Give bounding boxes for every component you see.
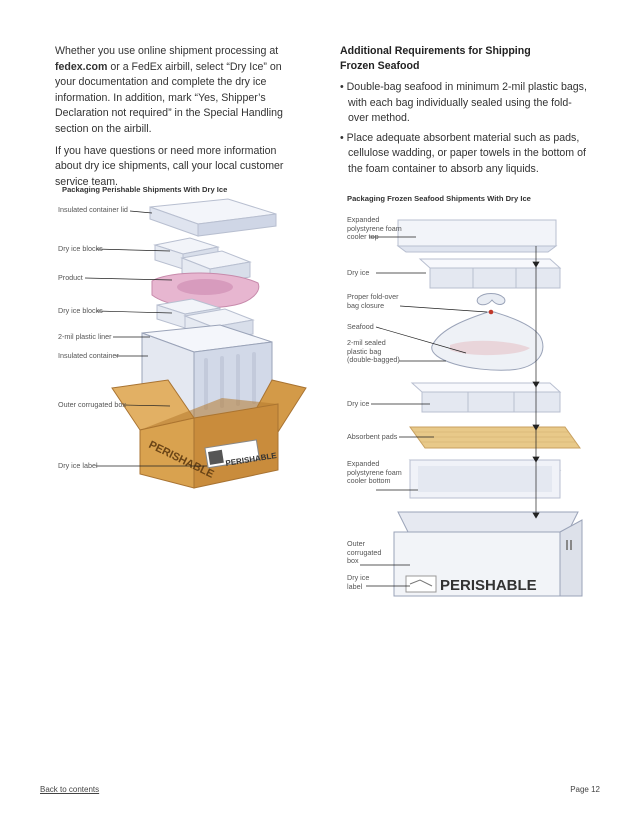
label-dry-ice-2: Dry ice	[347, 399, 370, 408]
label-cooler-bottom: Expanded polystyrene foam cooler bottom	[347, 459, 402, 486]
label-bag-closure: Proper fold-over bag closure	[347, 292, 399, 310]
right-text-column: Additional Requirements for Shipping Fro…	[340, 44, 588, 182]
label-dry-ice-1: Dry ice	[347, 268, 370, 277]
cooler-bottom-image	[408, 459, 562, 499]
right-figure-title: Packaging Frozen Seafood Shipments With …	[347, 194, 531, 203]
dry-ice-bottom-image	[410, 382, 562, 413]
product-image	[151, 272, 260, 309]
label-product: Product	[58, 273, 83, 282]
contact-paragraph: If you have questions or need more infor…	[55, 144, 284, 188]
left-text-column: Whether you use online shipment processi…	[55, 44, 305, 196]
seafood-bag-image	[431, 293, 544, 371]
left-figure-title: Packaging Perishable Shipments With Dry …	[62, 185, 228, 194]
outer-box-right-image: PERISHABLE	[393, 511, 583, 597]
page-number: Page 12	[570, 785, 600, 794]
requirement-bullet-2: • Place adequate absorbent material such…	[340, 131, 586, 175]
intro-pre: Whether you use online shipment processi…	[55, 45, 279, 57]
leader-lid	[129, 210, 153, 214]
absorbent-pads-image	[409, 426, 581, 449]
leader-closure	[399, 305, 488, 313]
fedex-link-text: fedex.com	[55, 60, 108, 73]
assembly-arrow	[532, 246, 540, 519]
label-dry-ice-blocks-2: Dry ice blocks	[58, 306, 103, 315]
seafood-heading-line1: Additional Requirements for Shipping	[340, 45, 531, 57]
right-box-perishable-text: PERISHABLE	[440, 577, 537, 594]
leader-ice1	[95, 248, 171, 252]
label-plastic-bag: 2-mil sealed plastic bag (double-bagged)	[347, 338, 400, 365]
label-insulated-lid: Insulated container lid	[58, 205, 128, 214]
label-cooler-top: Expanded polystyrene foam cooler top	[347, 215, 402, 242]
leader-seafood	[375, 326, 467, 354]
seafood-heading: Additional Requirements for Shipping Fro…	[340, 44, 588, 74]
back-to-contents-link[interactable]: Back to contents	[40, 785, 100, 794]
label-plastic-liner: 2-mil plastic liner	[58, 332, 112, 341]
label-dry-ice-label: Dry ice label	[58, 461, 98, 470]
requirement-bullet-1: • Double-bag seafood in minimum 2-mil pl…	[340, 81, 587, 125]
label-insulated-container: Insulated container	[58, 351, 119, 360]
label-outer-corrugated-box: Outer corrugated box	[347, 539, 382, 566]
intro-paragraph: Whether you use online shipment processi…	[55, 44, 305, 138]
label-dry-ice-blocks-1: Dry ice blocks	[58, 244, 103, 253]
intro-post: or a FedEx airbill, select “Dry Ice” on …	[55, 60, 283, 135]
cooler-top-image	[396, 219, 558, 253]
leader-ice2	[96, 310, 173, 314]
leader-product	[84, 277, 173, 281]
insulated-lid-image	[149, 198, 277, 237]
seafood-heading-line2: Frozen Seafood	[340, 60, 420, 72]
label-seafood: Seafood	[347, 322, 374, 331]
label-absorbent-pads: Absorbent pads	[347, 432, 398, 441]
footer-left: Back to contents	[40, 785, 99, 794]
dry-ice-top-image	[418, 258, 562, 289]
outer-corrugated-box-image: PERISHABLE PERISHABLE	[111, 379, 307, 489]
label-right-dry-ice-label: Dry ice label	[347, 573, 370, 591]
label-outer-box: Outer corrugated box	[58, 400, 126, 409]
leader-box	[124, 404, 171, 407]
